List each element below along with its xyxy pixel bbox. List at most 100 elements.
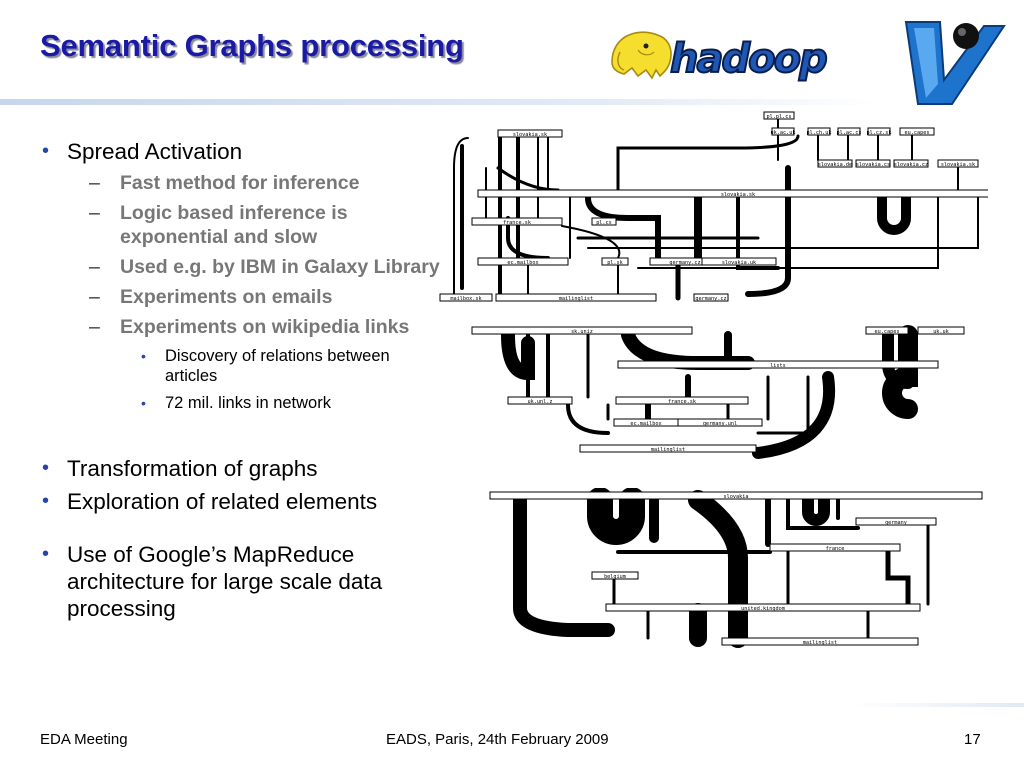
- graph-node-box: [495, 293, 657, 302]
- graph-edge: [501, 328, 535, 381]
- graph-node-box: [701, 257, 777, 266]
- title-divider: [0, 99, 880, 105]
- graph-node-box: [477, 189, 988, 198]
- graph-node: mailinglist: [579, 444, 757, 453]
- dash-icon: –: [89, 286, 100, 308]
- graph-node: ec.mailbox: [613, 418, 679, 427]
- dash-icon: –: [89, 256, 100, 278]
- bullet-mapreduce: • Use of Google’s MapReduce architecture…: [42, 542, 383, 621]
- graph-node-label: mailinglist: [559, 296, 593, 302]
- graph-node-label: france.sk: [668, 399, 697, 405]
- graph-node-box: [837, 127, 861, 136]
- page-number: 17: [964, 731, 981, 748]
- graph-node-box: [591, 217, 617, 226]
- graph-node: pl.cs: [591, 217, 617, 226]
- graph-node-label: slovakia.cz: [894, 162, 928, 168]
- graph-node: slovakia.sk: [477, 189, 988, 198]
- graph-node-label: eu.capes: [875, 329, 900, 335]
- graph-node-label: uk.ac.uk: [771, 130, 797, 136]
- graph-diagram-middle: sk.uniz eu.capes uk.uk lists uk.unl.z france.…: [471, 325, 965, 459]
- dash-icon: –: [89, 172, 100, 194]
- hadoop-elephant-icon: [611, 31, 672, 80]
- graph-edge: [566, 403, 610, 435]
- graph-node-label: mailinglist: [803, 640, 837, 646]
- graph-node-label: slovakia: [724, 494, 749, 500]
- graph-edge: [877, 193, 911, 235]
- graph-node-label: sk.uniz: [571, 329, 593, 335]
- graph-edge: [616, 134, 800, 192]
- graph-node-label: slovakia.uk: [722, 260, 757, 266]
- graph-node-box: [615, 396, 749, 405]
- graph-node-label: slovakia.sk: [721, 192, 756, 198]
- graph-node-label: lists: [770, 363, 786, 369]
- graph-node: germany.cz: [693, 293, 729, 302]
- graph-node-box: [439, 293, 493, 302]
- graph-node-label: slovakia.sk: [513, 132, 548, 138]
- graph-node-box: [855, 517, 937, 526]
- sub-bullet: –Fast method for inference: [89, 172, 360, 194]
- graph-node: uk.unl.z: [507, 396, 573, 405]
- bullet-icon: •: [141, 395, 146, 411]
- graph-node-box: [471, 326, 693, 335]
- graph-node: germany.unl: [677, 418, 763, 427]
- graph-node: pl.cz.sk: [867, 127, 892, 136]
- graph-node: mailinglist: [721, 637, 919, 646]
- sub-bullet: –Used e.g. by IBM in Galaxy Library: [89, 256, 440, 278]
- graph-node: mailbox.sk: [439, 293, 493, 302]
- graph-node-box: [937, 159, 979, 168]
- graph-node: slovakia.uk: [701, 257, 777, 266]
- graph-node-box: [477, 257, 569, 266]
- graph-node: slovakia.de: [817, 159, 853, 168]
- graph-node-box: [769, 543, 901, 552]
- graph-node: slovakia.sk: [497, 129, 563, 138]
- graph-node: slovakia.cs: [855, 159, 891, 168]
- graph-node: germany: [855, 517, 937, 526]
- graph-node-label: slovakia.de: [818, 162, 852, 168]
- graph-node-label: pl.sk: [607, 260, 623, 266]
- graph-node: pl.ac.cs: [837, 127, 862, 136]
- graph-node-label: eu.capes: [905, 130, 930, 136]
- graph-node: uk.uk: [917, 326, 965, 335]
- graph-edge: [882, 325, 918, 419]
- graph-diagram-top: pl.pl.cs uk.ac.uk pl.ch.uk pl.ac.cs pl.cz.sk…: [439, 111, 988, 302]
- graph-node-label: ec.mailbox: [507, 260, 538, 266]
- graph-edge: [587, 197, 979, 249]
- graph-node-box: [617, 360, 939, 369]
- graph-node: pl.ch.uk: [807, 127, 833, 136]
- graph-node-box: [497, 129, 563, 138]
- sub-bullet: –Experiments on emails: [89, 286, 333, 308]
- graph-node-box: [855, 159, 891, 168]
- graph-node: france.sk: [615, 396, 749, 405]
- graph-node-label: pl.cs: [596, 220, 612, 226]
- brand-logo: [904, 21, 1006, 105]
- sub-sub-bullet: •Discovery of relations between articles: [141, 347, 390, 385]
- graph-node-label: germany.cz: [669, 260, 700, 266]
- footer-divider: [850, 703, 1024, 707]
- graph-node-box: [807, 127, 831, 136]
- graph-node-label: pl.ch.uk: [807, 130, 833, 136]
- graph-edge: [587, 488, 645, 545]
- graph-node-box: [489, 491, 983, 500]
- graph-node: france: [769, 543, 901, 552]
- graph-node-label: germany.unl: [703, 421, 737, 427]
- bullet-exploration: • Exploration of related elements: [42, 489, 378, 514]
- graph-edge: [585, 195, 661, 261]
- footer-meeting: EDA Meeting: [40, 731, 128, 748]
- graph-node-box: [591, 571, 639, 580]
- footer-event: EADS, Paris, 24th February 2009: [386, 731, 609, 748]
- graph-node-label: france.sk: [503, 220, 532, 226]
- graph-node-box: [917, 326, 965, 335]
- graph-node-label: uk.uk: [933, 329, 949, 335]
- graph-node-box: [893, 159, 929, 168]
- bullet-list: • Spread Activation –Fast method for inf…: [40, 138, 440, 622]
- graph-node-box: [771, 127, 795, 136]
- graph-node: uk.ac.uk: [771, 127, 797, 136]
- sub-bullet: –Logic based inference is exponential an…: [89, 202, 348, 248]
- graph-node: slovakia.cz: [893, 159, 929, 168]
- sub-sub-bullet: •72 mil. links in network: [141, 394, 331, 412]
- bullet-icon: •: [42, 543, 50, 565]
- graph-node-box: [677, 418, 763, 427]
- graph-node-label: pl.pl.cs: [767, 114, 792, 120]
- graph-edge: [885, 549, 911, 607]
